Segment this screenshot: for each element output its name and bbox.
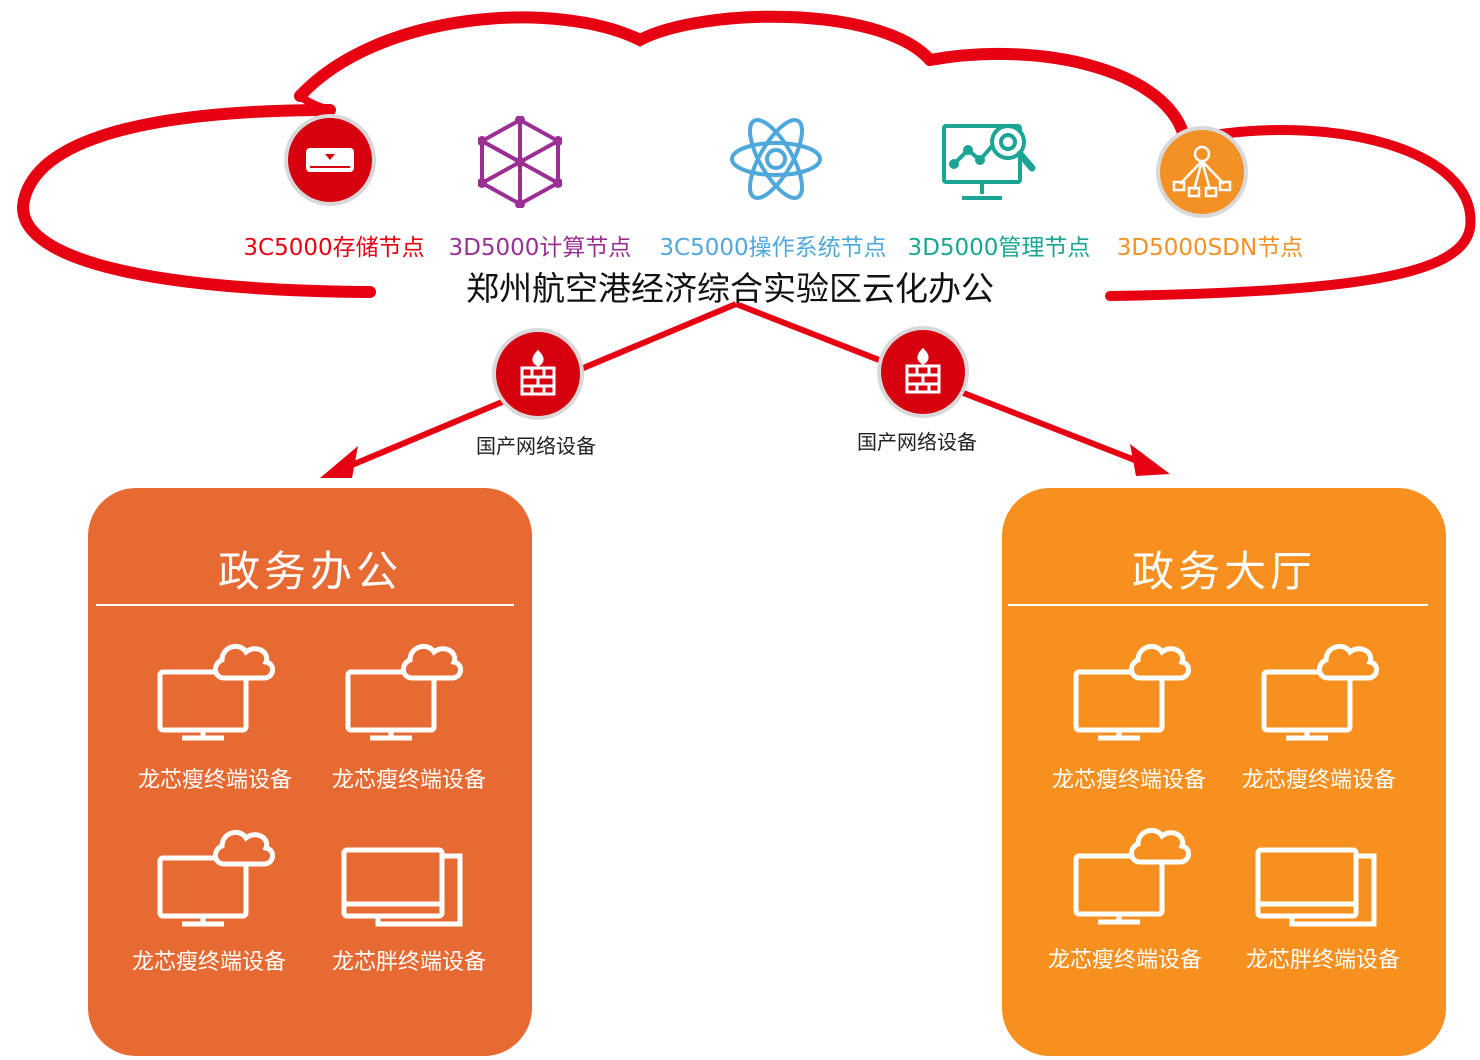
storage-drive-icon xyxy=(284,114,376,206)
device-fat-terminal: 龙芯胖终端设备 xyxy=(1228,818,1418,988)
device-thin-terminal: 龙芯瘦终端设备 xyxy=(1224,638,1414,808)
link-label-left: 国产网络设备 xyxy=(476,434,596,458)
cloud-monitor-icon xyxy=(1261,643,1379,741)
panel-government-hall: 政务大厅 龙芯瘦终端设备 龙芯瘦终端设备 龙芯瘦终端设备 龙芯胖终端设 xyxy=(1002,488,1446,1056)
device-fat-terminal: 龙芯胖终端设备 xyxy=(314,828,504,998)
device-label: 龙芯瘦终端设备 xyxy=(137,768,292,793)
link-label-right: 国产网络设备 xyxy=(857,430,977,454)
cloud-title: 郑州航空港经济综合实验区云化办公 xyxy=(466,269,994,308)
device-thin-terminal: 龙芯瘦终端设备 xyxy=(114,828,304,998)
panel-title: 政务办公 xyxy=(217,547,402,596)
device-thin-terminal: 龙芯瘦终端设备 xyxy=(1030,818,1220,988)
panel-divider xyxy=(1008,604,1428,606)
node-label-sdn: 3D5000SDN节点 xyxy=(1116,235,1304,261)
device-thin-terminal: 龙芯瘦终端设备 xyxy=(120,638,310,808)
device-label: 龙芯胖终端设备 xyxy=(331,950,486,975)
device-label: 龙芯瘦终端设备 xyxy=(1241,768,1396,793)
device-label: 龙芯胖终端设备 xyxy=(1245,948,1400,973)
firewall-icon xyxy=(492,328,584,420)
device-thin-terminal: 龙芯瘦终端设备 xyxy=(1034,638,1224,808)
node-label-management: 3D5000管理节点 xyxy=(907,235,1091,261)
desktop-tower-icon xyxy=(1255,847,1377,927)
monitor-analytics-icon xyxy=(940,120,1036,206)
cloud-outline xyxy=(17,10,1476,301)
panel-title: 政务大厅 xyxy=(1131,547,1316,596)
desktop-tower-icon xyxy=(341,847,463,927)
cloud-monitor-icon xyxy=(1073,643,1191,741)
panel-divider xyxy=(96,604,514,606)
atom-icon xyxy=(728,116,824,202)
device-thin-terminal: 龙芯瘦终端设备 xyxy=(314,638,504,808)
cloud-monitor-icon xyxy=(345,643,463,741)
device-label: 龙芯瘦终端设备 xyxy=(1051,768,1206,793)
cloud-monitor-icon xyxy=(1073,827,1191,925)
node-label-compute: 3D5000计算节点 xyxy=(448,235,632,261)
panel-government-office: 政务办公 龙芯瘦终端设备 龙芯瘦终端设备 龙芯瘦终端设备 龙芯胖终端设 xyxy=(88,488,532,1056)
node-label-os: 3C5000操作系统节点 xyxy=(659,235,887,261)
cloud-monitor-icon xyxy=(157,829,275,927)
node-label-storage: 3C5000存储节点 xyxy=(243,235,425,261)
device-label: 龙芯瘦终端设备 xyxy=(1047,948,1202,973)
cube-network-icon xyxy=(477,115,563,209)
cloud-monitor-icon xyxy=(157,643,275,741)
device-label: 龙芯瘦终端设备 xyxy=(131,950,286,975)
firewall-icon xyxy=(877,326,969,418)
device-label: 龙芯瘦终端设备 xyxy=(331,768,486,793)
sdn-network-icon xyxy=(1156,126,1248,218)
